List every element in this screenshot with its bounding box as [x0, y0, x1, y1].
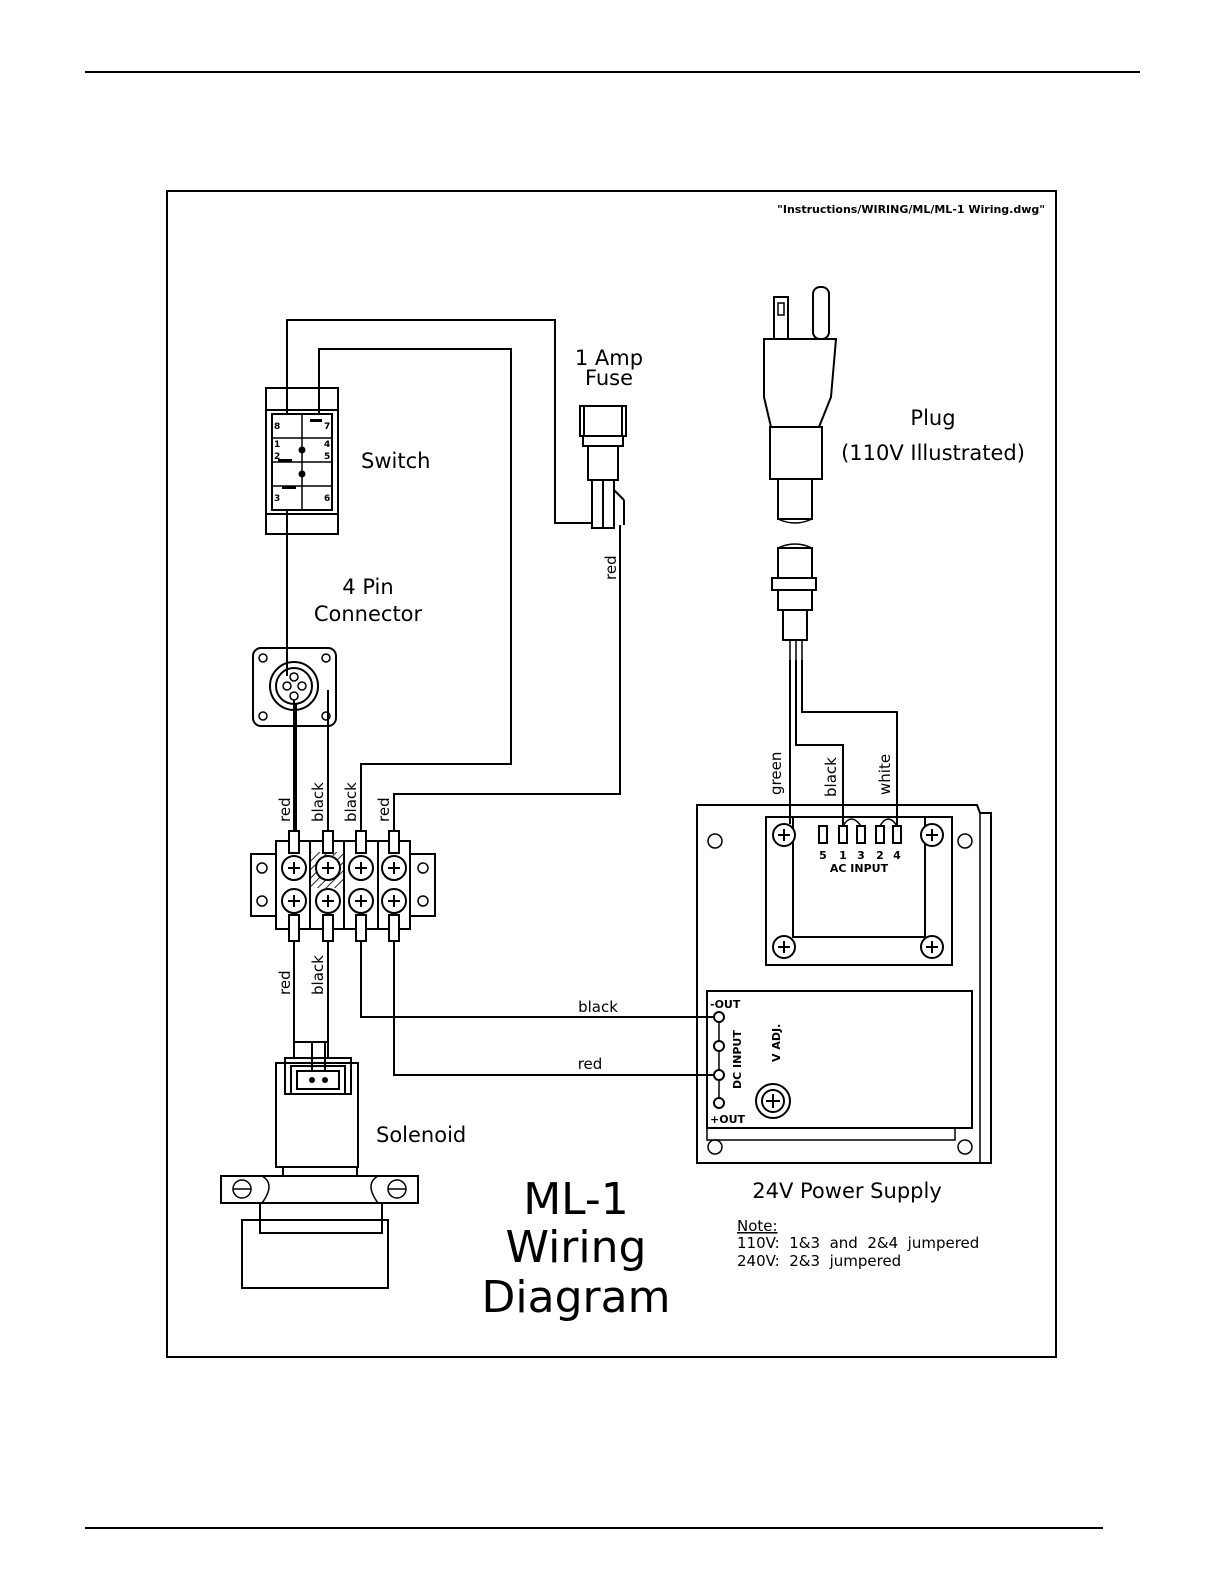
note-line1: 110V: 1&3 and 2&4 jumpered	[737, 1234, 979, 1252]
ac-pin-1: 1	[839, 849, 847, 862]
wire-label-tb-bottom-2: black	[309, 955, 327, 995]
wire-label-out-red: red	[578, 1055, 603, 1073]
v-adj-label: V ADJ.	[770, 1024, 783, 1062]
wires	[286, 319, 898, 1076]
switch-pin-7: 7	[324, 422, 330, 432]
jumper-note: Note: 110V: 1&3 and 2&4 jumpered 240V: 2…	[737, 1217, 979, 1270]
regulator-board: -OUT +OUT DC INPUT V ADJ.	[706, 990, 973, 1141]
connector-label-line1: 4 Pin	[342, 575, 393, 599]
power-supply-label: 24V Power Supply	[752, 1179, 942, 1203]
plug-label-line1: Plug	[910, 406, 955, 430]
plus-out-label: +OUT	[710, 1113, 746, 1126]
terminal-screws-top	[281, 855, 407, 881]
switch-pin-6: 6	[324, 494, 330, 504]
wire-label-out-black: black	[578, 998, 618, 1016]
wire-label-plug-black: black	[822, 757, 840, 797]
file-path: "Instructions/WIRING/ML/ML-1 Wiring.dwg"	[777, 203, 1045, 216]
diagram-title: ML-1 Wiring Diagram	[482, 1174, 671, 1323]
terminal-screws-bottom	[281, 888, 407, 914]
transformer: 5 1 3 2 4 AC INPUT	[765, 816, 953, 966]
wire-label-plug-white: white	[876, 754, 894, 795]
solenoid-label: Solenoid	[376, 1123, 466, 1147]
switch-label: Switch	[361, 449, 430, 473]
minus-out-label: -OUT	[710, 998, 741, 1011]
solenoid	[220, 1057, 419, 1289]
switch-pin-2: 2	[274, 452, 280, 462]
title-line3: Diagram	[482, 1272, 671, 1323]
switch: 8 7 1 4 2 5 3 6	[265, 387, 339, 535]
switch-pin-5: 5	[324, 452, 330, 462]
dc-input-label: DC INPUT	[731, 1030, 744, 1089]
fuse-label-line1: 1 Amp	[575, 346, 643, 370]
switch-pin-8: 8	[274, 422, 280, 432]
title-line2: Wiring	[506, 1222, 647, 1273]
power-supply: 5 1 3 2 4 AC INPUT -OUT +OUT DC INPUT V …	[696, 804, 992, 1164]
wire-label-tb-top-3: black	[342, 782, 360, 822]
wire-labels: red red black black red red black black …	[276, 555, 894, 1073]
connector-label-line2: Connector	[314, 602, 423, 626]
drawing-frame	[166, 190, 1057, 1358]
ac-pin-3: 3	[857, 849, 865, 862]
ac-pin-4: 4	[893, 849, 901, 862]
wire-label-fuse-red: red	[602, 555, 620, 580]
title-line1: ML-1	[523, 1174, 629, 1225]
ac-pin-2: 2	[876, 849, 884, 862]
switch-pin-4: 4	[324, 440, 330, 450]
wire-label-tb-top-1: red	[276, 797, 294, 822]
switch-pin-1: 1	[274, 440, 280, 450]
wire-label-tb-top-4: red	[375, 797, 393, 822]
ac-input-label: AC INPUT	[830, 862, 889, 875]
terminal-block	[250, 830, 436, 942]
note-line2: 240V: 2&3 jumpered	[737, 1252, 901, 1270]
ac-pin-5: 5	[819, 849, 827, 862]
fuse-label-line2: Fuse	[585, 366, 633, 390]
fuse	[579, 405, 627, 529]
wire-label-tb-bottom-1: red	[276, 970, 294, 995]
wire-label-tb-top-2: black	[309, 782, 327, 822]
note-heading: Note:	[737, 1217, 778, 1235]
plug-label-line2: (110V Illustrated)	[841, 441, 1025, 465]
switch-pin-3: 3	[274, 494, 280, 504]
plug	[763, 286, 838, 660]
wire-label-plug-green: green	[767, 752, 785, 795]
